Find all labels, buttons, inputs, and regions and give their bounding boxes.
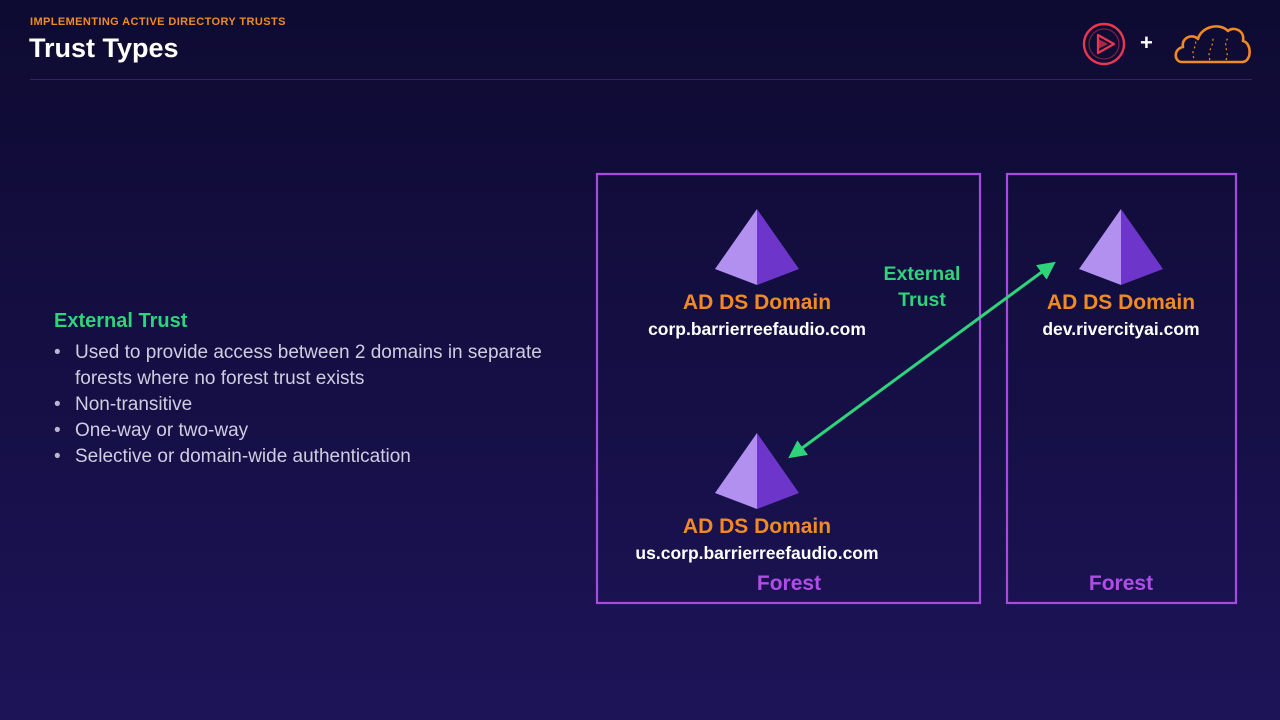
domain-label: AD DS Domain [682,291,832,314]
bullet-dot-icon: • [54,342,61,363]
bullet-dot-icon: • [54,394,61,415]
domain-pyramid-icon [715,209,799,285]
forest-label: Forest [1088,572,1154,595]
domain-label: AD DS Domain [682,515,832,538]
domain-label: AD DS Domain [1046,291,1196,314]
domain-hostname: dev.rivercityai.com [1042,319,1200,339]
external-trust-arrow [788,261,1056,459]
forest-box-1 [595,172,982,605]
external-trust-heading: External Trust [54,310,188,332]
play-logo-icon [1082,22,1126,66]
section-kicker: IMPLEMENTING ACTIVE DIRECTORY TRUSTS [30,16,286,28]
domain-hostname: corp.barrierreefaudio.com [648,319,866,339]
domain-hostname: us.corp.barrierreefaudio.com [635,543,879,563]
cloud-logo-icon [1174,25,1251,64]
domain-pyramid-icon [715,433,799,509]
brand-logos: + [1078,18,1258,70]
bullet-item: •One-way or two-way [54,418,554,444]
domain-pyramid-icon [1079,209,1163,285]
bullet-item: •Selective or domain-wide authentication [54,444,554,470]
page-title: Trust Types [29,33,179,63]
logo-plus: + [1140,30,1153,55]
bullet-item: •Used to provide access between 2 domain… [54,342,542,389]
bullet-item: •Non-transitive [54,392,554,418]
trust-bullet-list: •Used to provide access between 2 domain… [54,340,554,470]
bullet-dot-icon: • [54,446,61,467]
external-trust-label: External Trust [883,263,961,311]
bullet-dot-icon: • [54,420,61,441]
header-divider [30,79,1252,80]
forest-label: Forest [756,572,822,595]
forest-box-2 [1005,172,1238,605]
